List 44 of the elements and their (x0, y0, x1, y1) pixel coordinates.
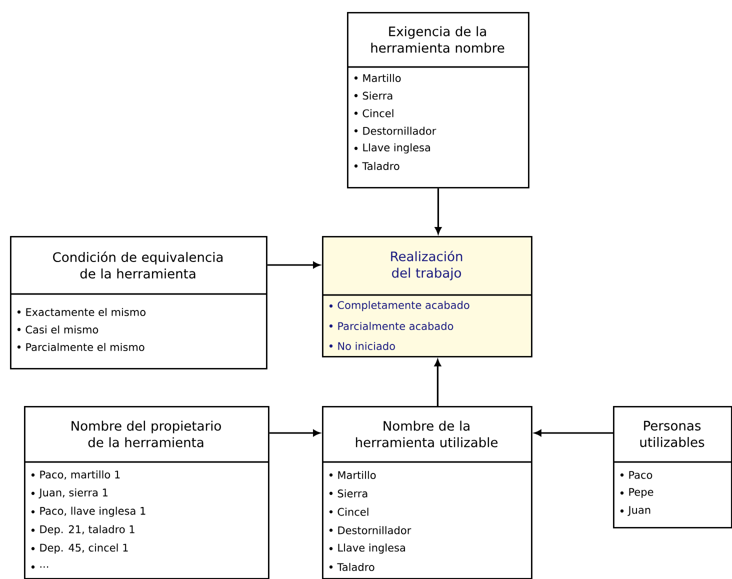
box-heading: Nombre de la herramienta utilizable (356, 420, 498, 448)
list-item: Pepe (629, 488, 654, 498)
list-box (24, 406, 270, 579)
list-item: Cincel (338, 508, 368, 516)
list-box (10, 236, 268, 370)
box-heading: Condición de equivalencia de la herramienta (53, 251, 223, 279)
list-item: Juan, sierra 1 (38, 488, 108, 498)
box-heading: Realización del trabajo (391, 250, 462, 280)
list-item: Paco (629, 471, 652, 479)
list-item: Llave inglesa (363, 143, 430, 154)
list-item: Llave inglesa (338, 544, 405, 554)
list-item: Exactamente el mismo (26, 308, 146, 316)
list-item: Paco, llave inglesa 1 (40, 506, 146, 517)
box-heading: Personas utilizables (640, 420, 704, 448)
list-item: Dep. 45, cincel 1 (40, 544, 128, 554)
list-item: Destornillador (363, 126, 436, 135)
box-heading: Nombre del propietario de la herramienta (72, 420, 221, 448)
list-item: Paco, martillo 1 (40, 470, 120, 480)
list-item: Destornillador (338, 526, 412, 534)
list-box (322, 236, 532, 358)
list-item: Taladro (362, 162, 400, 170)
list-item: Cincel (362, 109, 394, 118)
list-box (347, 12, 530, 188)
list-item: Parcialmente acabado (338, 322, 454, 330)
list-item: Martillo (363, 74, 401, 82)
list-item: Completamente acabado (338, 300, 470, 312)
arrow (434, 188, 442, 234)
arrow (434, 359, 441, 406)
arrow (534, 430, 613, 436)
list-item: Casi el mismo (26, 325, 98, 334)
list-item: Sierra (338, 489, 368, 498)
list-item: Juan (628, 506, 650, 516)
list-item: Dep. 21, taladro 1 (40, 525, 134, 536)
list-item: No iniciado (338, 342, 395, 350)
list-item: Parcialmente el mismo (26, 342, 144, 352)
arrow (269, 430, 320, 436)
list-item: ... (40, 566, 48, 568)
list-box (322, 406, 532, 579)
list-item: Sierra (362, 92, 392, 100)
arrow (267, 262, 320, 268)
list-box (613, 406, 732, 528)
list-item: Martillo (338, 470, 376, 480)
box-heading: Exigencia de la herramienta nombre (371, 26, 504, 53)
list-item: Taladro (337, 562, 374, 572)
